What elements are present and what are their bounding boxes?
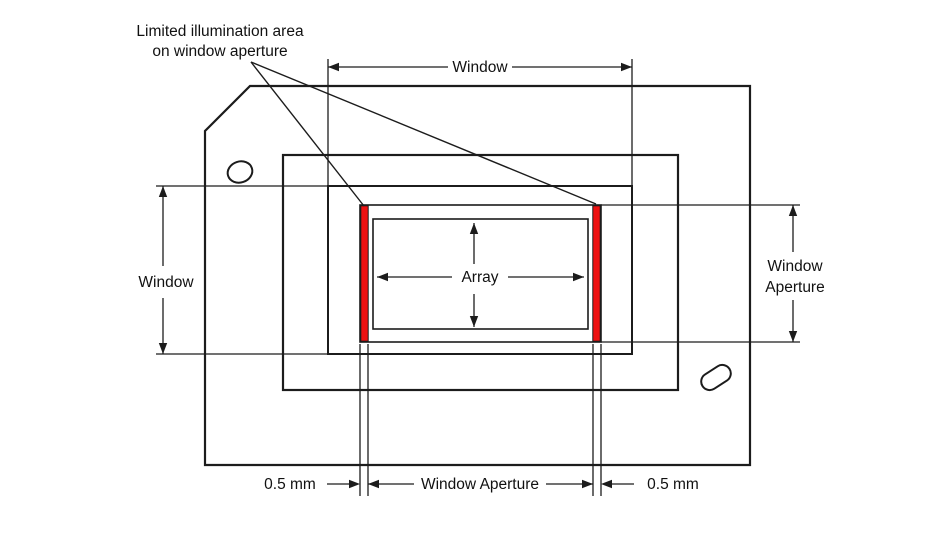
array-outline xyxy=(372,218,589,330)
window-aperture-right-label-line1: Window xyxy=(767,258,823,275)
arrowhead-window-top-right xyxy=(621,62,632,72)
arrowhead-window-left-down xyxy=(158,343,168,354)
window-left-label: Window xyxy=(138,274,194,291)
callout-leader-right xyxy=(250,61,597,205)
callout-leader-left xyxy=(250,61,365,207)
callout-label-line2: on window aperture xyxy=(152,43,287,60)
window-outline xyxy=(327,185,633,355)
arrowhead-margin-right xyxy=(601,479,612,489)
arrowhead-aperture-right-up xyxy=(788,205,798,216)
window-frame-outline xyxy=(281,153,680,392)
window-aperture-bottom-label: Window Aperture xyxy=(421,476,539,493)
arrowhead-aperture-bottom-left xyxy=(368,479,379,489)
arrowhead-array-up xyxy=(469,223,479,234)
array-label: Array xyxy=(461,269,498,286)
mounting-hole-bottom-right xyxy=(700,363,732,392)
margin-right-label: 0.5 mm xyxy=(647,476,699,493)
callout-label-line1: Limited illumination area xyxy=(136,23,304,40)
arrowhead-aperture-bottom-right xyxy=(582,479,593,489)
illumination-strip-right xyxy=(592,205,601,342)
arrowhead-array-down xyxy=(469,316,479,327)
arrowhead-window-top-left xyxy=(328,62,339,72)
window-aperture-right-label-line2: Aperture xyxy=(765,279,824,296)
arrowhead-margin-left xyxy=(349,479,360,489)
arrowhead-array-left xyxy=(377,272,388,282)
arrowhead-window-left-up xyxy=(158,186,168,197)
mounting-hole-top-left xyxy=(226,160,254,184)
illumination-strip-left xyxy=(360,205,369,342)
window-aperture-outline xyxy=(359,204,602,343)
margin-left-label: 0.5 mm xyxy=(264,476,316,493)
package-outline xyxy=(203,84,752,467)
arrowhead-array-right xyxy=(573,272,584,282)
arrowhead-aperture-right-down xyxy=(788,331,798,342)
window-top-label: Window xyxy=(452,59,508,76)
